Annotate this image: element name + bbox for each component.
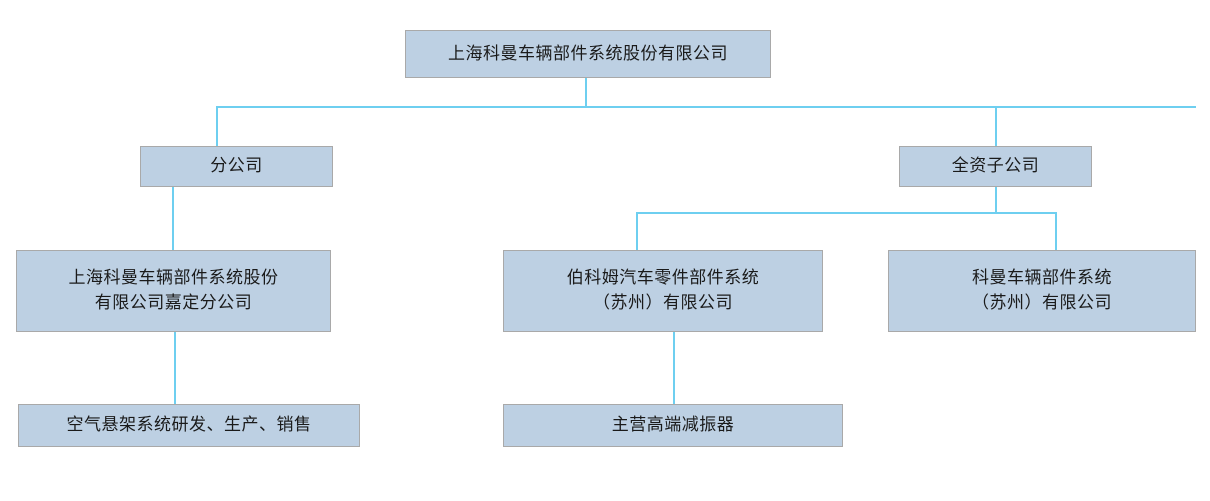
node-root-company[interactable]: 上海科曼车辆部件系统股份有限公司: [405, 30, 771, 78]
connector-root-stem: [585, 78, 587, 107]
node-bokemu-business[interactable]: 主营高端减振器: [503, 404, 843, 447]
connector-to-branch-category: [216, 106, 218, 147]
node-branch-category[interactable]: 分公司: [140, 146, 333, 187]
connector-subsidiary-stem: [995, 186, 997, 213]
connector-bokemu-to-business: [673, 332, 675, 405]
connector-to-bokemu: [636, 212, 638, 251]
node-bokemu-suzhou[interactable]: 伯科姆汽车零件部件系统 （苏州）有限公司: [503, 250, 823, 332]
connector-to-subsidiary-category: [995, 106, 997, 147]
connector-level3-bus: [636, 212, 1057, 214]
connector-to-keman: [1055, 212, 1057, 251]
node-jiading-branch[interactable]: 上海科曼车辆部件系统股份 有限公司嘉定分公司: [16, 250, 331, 332]
node-jiading-business[interactable]: 空气悬架系统研发、生产、销售: [18, 404, 360, 447]
connector-level2-bus: [216, 106, 1196, 108]
node-keman-suzhou[interactable]: 科曼车辆部件系统 （苏州）有限公司: [888, 250, 1196, 332]
node-subsidiary-category[interactable]: 全资子公司: [899, 146, 1092, 187]
connector-jiading-to-business: [174, 332, 176, 405]
connector-branch-to-jiading: [172, 186, 174, 251]
